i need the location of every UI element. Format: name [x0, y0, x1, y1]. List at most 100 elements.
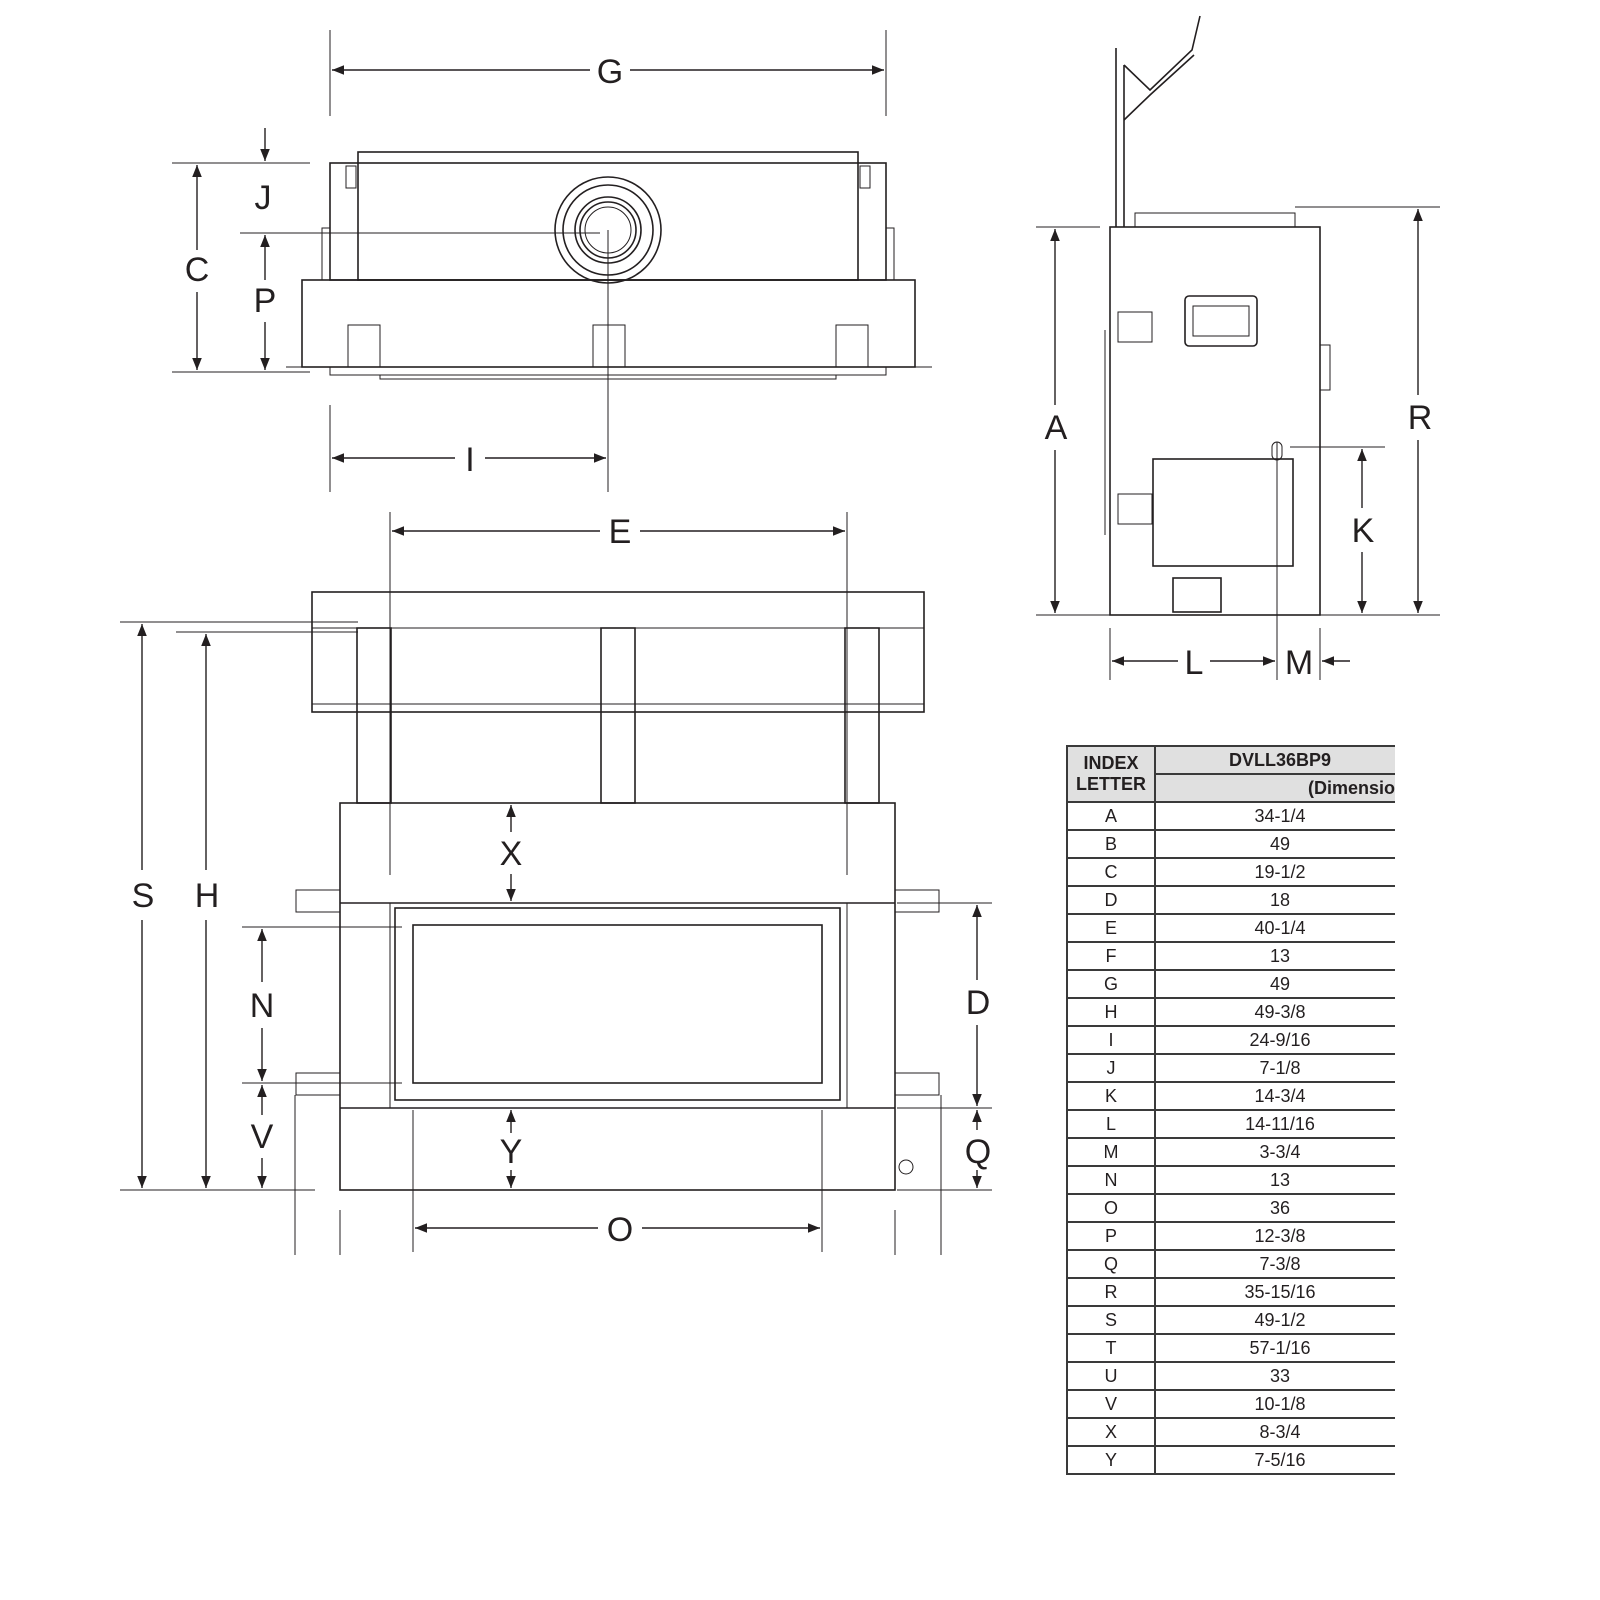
label-G: G: [597, 53, 623, 91]
index-letter: B: [1066, 829, 1156, 859]
dimension-value: 19-1/2: [1154, 857, 1395, 887]
index-letter: O: [1066, 1193, 1156, 1223]
dimension-value: 13: [1154, 941, 1395, 971]
label-J: J: [255, 179, 272, 217]
index-letter: S: [1066, 1305, 1156, 1335]
dimension-value: 7-3/8: [1154, 1249, 1395, 1279]
dimension-value: 12-3/8: [1154, 1221, 1395, 1251]
label-P: P: [254, 282, 277, 320]
index-letter: Q: [1066, 1249, 1156, 1279]
index-letter: V: [1066, 1389, 1156, 1419]
label-Q: Q: [965, 1133, 991, 1171]
label-O: O: [607, 1211, 633, 1249]
dimension-value: 35-15/16: [1154, 1277, 1395, 1307]
index-letter: F: [1066, 941, 1156, 971]
index-letter: K: [1066, 1081, 1156, 1111]
dimension-value: 36: [1154, 1193, 1395, 1223]
label-Y: Y: [500, 1133, 523, 1171]
label-H: H: [195, 877, 220, 915]
dimension-value: 10-1/8: [1154, 1389, 1395, 1419]
dimension-value: 8-3/4: [1154, 1417, 1395, 1447]
dimension-value: 18: [1154, 885, 1395, 915]
dimension-value: 3-3/4: [1154, 1137, 1395, 1167]
label-I: I: [465, 441, 474, 479]
index-letter: R: [1066, 1277, 1156, 1307]
index-letter: X: [1066, 1417, 1156, 1447]
index-letter: C: [1066, 857, 1156, 887]
index-letter: I: [1066, 1025, 1156, 1055]
header-units: (Dimensions: [1154, 773, 1395, 803]
dimension-value: 7-5/16: [1154, 1445, 1395, 1475]
index-letter: M: [1066, 1137, 1156, 1167]
label-D: D: [966, 984, 991, 1022]
header-model: DVLL36BP9: [1154, 745, 1395, 775]
index-letter: J: [1066, 1053, 1156, 1083]
index-letter: N: [1066, 1165, 1156, 1195]
dimensions-table: INDEX LETTER DVLL36BP9 (Dimensions A34-1…: [1066, 745, 1395, 1475]
dimension-value: 14-11/16: [1154, 1109, 1395, 1139]
label-E: E: [609, 513, 632, 551]
header-index-letter: INDEX LETTER: [1066, 745, 1156, 803]
side-view: [1036, 15, 1440, 680]
index-letter: E: [1066, 913, 1156, 943]
index-letter: H: [1066, 997, 1156, 1027]
dimension-value: 13: [1154, 1165, 1395, 1195]
index-letter: A: [1066, 801, 1156, 831]
label-S: S: [132, 877, 155, 915]
dimension-value: 34-1/4: [1154, 801, 1395, 831]
front-view: [120, 512, 992, 1255]
label-R: R: [1408, 399, 1433, 437]
dimension-value: 57-1/16: [1154, 1333, 1395, 1363]
index-letter: L: [1066, 1109, 1156, 1139]
dimension-labels: G J C P I E S H N V X Y D Q O A R K L M: [132, 53, 1433, 1249]
dimension-value: 24-9/16: [1154, 1025, 1395, 1055]
label-A: A: [1045, 409, 1068, 447]
label-C: C: [185, 251, 210, 289]
label-L: L: [1185, 644, 1204, 682]
header-index-line2: LETTER: [1076, 774, 1146, 794]
label-V: V: [251, 1118, 274, 1156]
index-letter: P: [1066, 1221, 1156, 1251]
dimension-value: 49-1/2: [1154, 1305, 1395, 1335]
dimension-value: 49: [1154, 969, 1395, 999]
label-M: M: [1285, 644, 1313, 682]
dimension-value: 49-3/8: [1154, 997, 1395, 1027]
label-X: X: [500, 835, 523, 873]
dimension-value: 7-1/8: [1154, 1053, 1395, 1083]
dimension-value: 33: [1154, 1361, 1395, 1391]
index-letter: D: [1066, 885, 1156, 915]
index-letter: G: [1066, 969, 1156, 999]
index-letter: T: [1066, 1333, 1156, 1363]
dimension-value: 14-3/4: [1154, 1081, 1395, 1111]
dimension-value: 49: [1154, 829, 1395, 859]
header-units-text: (Dimensions: [1307, 777, 1395, 798]
top-view: [172, 30, 932, 492]
label-N: N: [250, 987, 275, 1025]
header-index-line1: INDEX: [1083, 753, 1139, 773]
label-K: K: [1352, 512, 1375, 550]
